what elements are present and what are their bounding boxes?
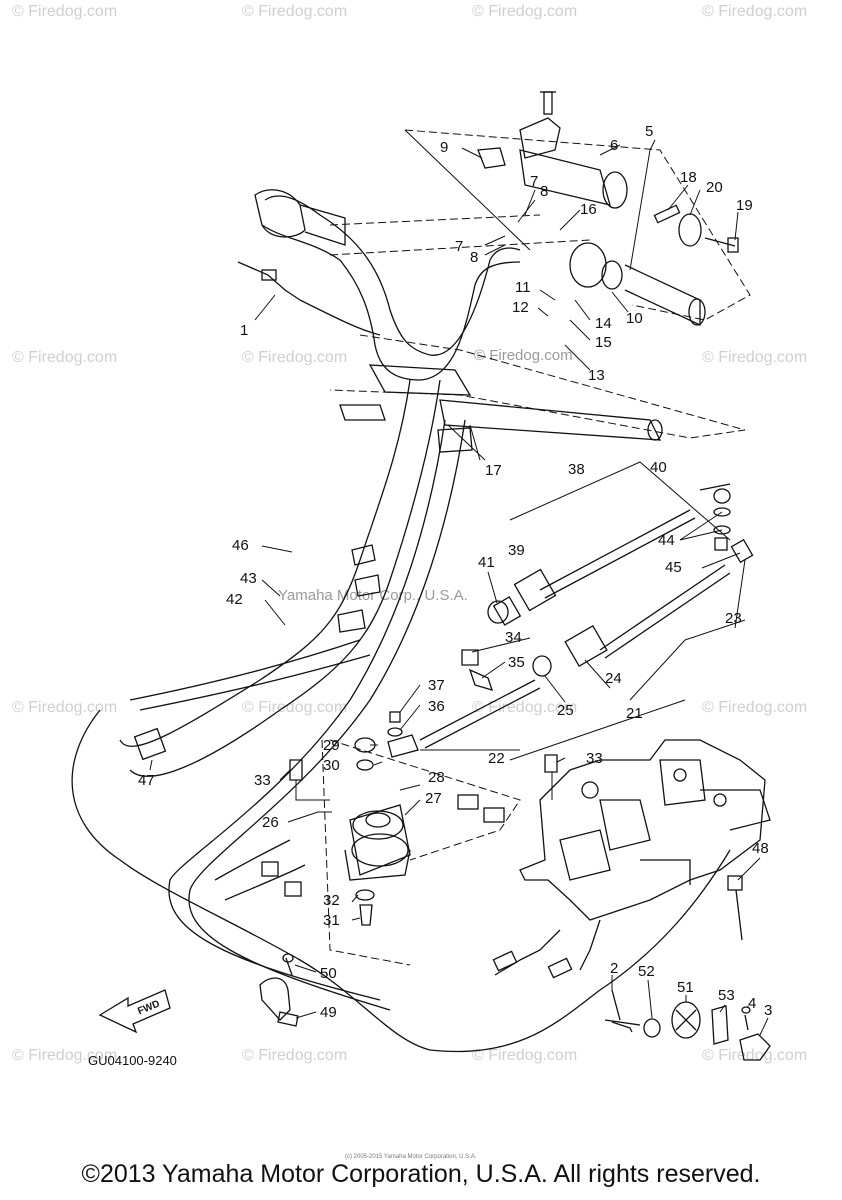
part-number-15: 15 [595, 334, 612, 351]
part-labels: 1 2 3 4 5 6 7 7 8 8 9 10 11 12 13 14 15 … [138, 123, 772, 1021]
shift-cable-assembly [419, 461, 754, 761]
watermark-text: © Firedog.com [12, 699, 117, 716]
part-number-31: 31 [323, 912, 340, 929]
part-number-3: 3 [764, 1002, 772, 1019]
part-number-50: 50 [320, 965, 337, 982]
part-number-24: 24 [605, 670, 622, 687]
watermark-text: © Firedog.com [242, 3, 347, 20]
part-number-29: 29 [323, 737, 340, 754]
part-number-34: 34 [505, 629, 522, 646]
watermark-text: © Firedog.com [242, 699, 347, 716]
part-number-6: 6 [610, 137, 618, 154]
part-number-46: 46 [232, 537, 249, 554]
watermark-text: © Firedog.com [12, 1047, 117, 1064]
part-number-26: 26 [262, 814, 279, 831]
part-number-44: 44 [658, 532, 675, 549]
part-number-45: 45 [665, 559, 682, 576]
part-number-7: 7 [455, 238, 463, 255]
watermark-text: © Firedog.com [12, 349, 117, 366]
part-number-42: 42 [226, 591, 243, 608]
part-number-12: 12 [512, 299, 529, 316]
part-number-21: 21 [626, 705, 643, 722]
part-number-51: 51 [677, 979, 694, 996]
part-number-39: 39 [508, 542, 525, 559]
part-number-41: 41 [478, 554, 495, 571]
watermark-text: © Firedog.com [702, 1047, 807, 1064]
fwd-arrow: FWD [98, 989, 171, 1034]
part-number-40: 40 [650, 459, 667, 476]
diagram-code: GU04100-9240 [88, 1053, 177, 1068]
part-number-53: 53 [718, 987, 735, 1004]
part-number-1: 1 [240, 322, 248, 339]
watermark-text: © Firedog.com [702, 3, 807, 20]
part-number-16: 16 [580, 201, 597, 218]
part-number-13: 13 [588, 367, 605, 384]
parts-diagram: © Firedog.com © Firedog.com © Firedog.co… [12, 3, 807, 1160]
part-number-37: 37 [428, 677, 445, 694]
watermark-text: © Firedog.com [242, 1047, 347, 1064]
part-number-49: 49 [320, 1004, 337, 1021]
part-number-11: 11 [515, 279, 531, 296]
watermark-text: © Firedog.com [472, 3, 577, 20]
part-number-30: 30 [323, 757, 340, 774]
part-number-33: 33 [586, 750, 603, 767]
part-number-47: 47 [138, 772, 155, 789]
part-number-9: 9 [440, 139, 448, 156]
part-number-10: 10 [626, 310, 643, 327]
watermark-text: © Firedog.com [242, 349, 347, 366]
leader-lines [149, 139, 769, 1036]
part-number-4: 4 [748, 995, 756, 1012]
watermark-text: © Firedog.com [702, 699, 807, 716]
watermark-text: © Firedog.com [702, 349, 807, 366]
watermark-text: © Firedog.com [472, 699, 577, 716]
part-number-23: 23 [725, 610, 742, 627]
part-number-33: 33 [254, 772, 271, 789]
part-number-52: 52 [638, 963, 655, 980]
part-number-2: 2 [610, 960, 618, 977]
part-number-22: 22 [488, 750, 505, 767]
part-number-20: 20 [706, 179, 723, 196]
part-number-43: 43 [240, 570, 257, 587]
watermark-text: © Firedog.com [472, 1047, 577, 1064]
part-number-18: 18 [680, 169, 697, 186]
part-number-7: 7 [530, 173, 538, 190]
part-number-38: 38 [568, 461, 585, 478]
part-number-8: 8 [540, 183, 548, 200]
copyright-notice: ©2013 Yamaha Motor Corporation, U.S.A. A… [81, 1160, 761, 1188]
part-number-32: 32 [323, 892, 340, 909]
control-box [289, 649, 558, 966]
handlebar-assembly [237, 91, 751, 441]
part-number-8: 8 [470, 249, 478, 266]
watermark-layer: © Firedog.com © Firedog.com © Firedog.co… [12, 3, 807, 1064]
part-number-35: 35 [508, 654, 525, 671]
engine-block [492, 739, 771, 979]
part-number-19: 19 [736, 197, 753, 214]
part-number-48: 48 [752, 840, 769, 857]
part-number-28: 28 [428, 769, 445, 786]
part-number-14: 14 [595, 315, 612, 332]
lower-hardware [259, 953, 771, 1061]
part-number-5: 5 [645, 123, 653, 140]
center-watermark: © Firedog.com [474, 347, 573, 364]
part-number-17: 17 [485, 462, 502, 479]
part-number-27: 27 [425, 790, 442, 807]
part-number-36: 36 [428, 698, 445, 715]
tiny-copyright: (c) 2005-2015 Yamaha Motor Corporation, … [345, 1154, 477, 1160]
watermark-text: © Firedog.com [12, 3, 117, 20]
cable-routing [71, 379, 731, 1053]
yamaha-watermark: Yamaha Motor Corp., U.S.A. [278, 587, 468, 604]
part-number-25: 25 [557, 702, 574, 719]
